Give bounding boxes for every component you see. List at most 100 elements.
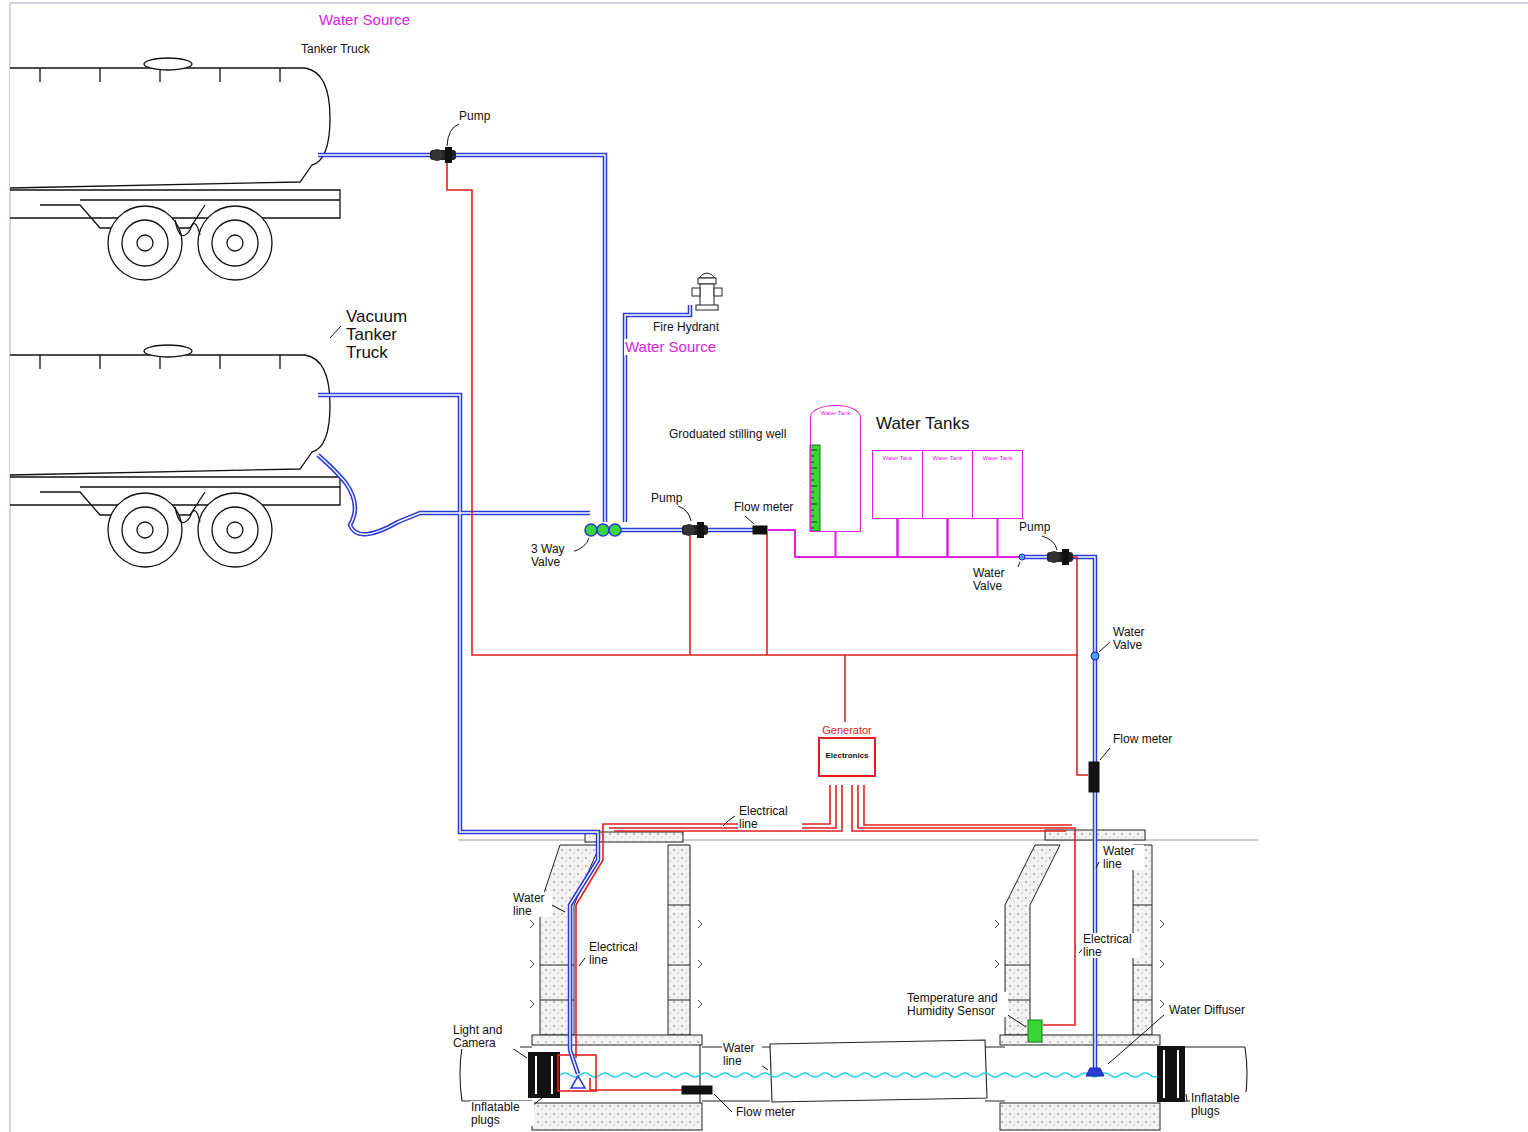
callout-label: Water line	[1102, 845, 1144, 870]
leader-line	[714, 1094, 732, 1112]
callout-label: Pump	[1018, 521, 1051, 534]
leader-line	[1100, 748, 1110, 760]
three-way-valve	[609, 524, 621, 536]
stilling-well	[810, 445, 820, 531]
soil-marks	[530, 920, 702, 1008]
water-valve	[1019, 554, 1099, 660]
callout-label: Water Tanks	[875, 415, 971, 433]
leader-line	[579, 958, 585, 966]
manhole-right	[1000, 1103, 1160, 1130]
callout-label: Water Source	[624, 339, 717, 355]
callout-label: Tanker Truck	[300, 43, 371, 56]
tanker-truck	[10, 58, 340, 280]
electrical-line	[576, 785, 830, 1058]
three-way-valve	[585, 524, 597, 536]
water-level	[560, 1073, 1160, 1077]
callout-label: Electrical line	[738, 805, 802, 830]
pump	[682, 522, 708, 538]
flow-meter	[682, 1086, 712, 1094]
tank-manifold-pipe	[948, 519, 998, 557]
callout-label: Vacuum Tanker Truck	[345, 308, 419, 362]
callout-label: 3 Way Valve	[530, 543, 574, 568]
electrical-line	[852, 785, 1066, 831]
callout-label: Pump	[458, 110, 491, 123]
callout-label: Fire Hydrant	[652, 321, 720, 334]
leader-line	[572, 538, 589, 552]
electrical-line	[690, 534, 845, 722]
callout-label: Inflatable plugs	[1190, 1092, 1254, 1117]
inflatable-plug	[536, 1056, 552, 1094]
fire-hydrant	[700, 284, 714, 306]
callout-label: Inflatable plugs	[470, 1101, 534, 1126]
manhole-left	[532, 832, 702, 1130]
water-tank: Water Tank	[922, 450, 973, 519]
manhole-left	[532, 1035, 702, 1045]
tank-manifold-pipe	[836, 519, 898, 557]
inflatable-plug	[1157, 1046, 1185, 1102]
water-tank: Water Tank	[972, 450, 1023, 519]
leader-line	[1042, 536, 1057, 550]
callout-label: Water line	[512, 892, 552, 917]
stilling-well	[810, 445, 820, 531]
water-tank: Water Tank	[810, 405, 861, 532]
callout-label: Water line	[722, 1042, 762, 1067]
tank-manifold-pipe	[898, 519, 948, 557]
vacuum-tanker-truck	[10, 345, 340, 567]
electrical-line	[1077, 655, 1088, 775]
callout-label: Water Valve	[1112, 626, 1159, 651]
manhole-left	[532, 1103, 702, 1130]
flow-meter	[1089, 762, 1099, 792]
fire-hydrant	[714, 288, 722, 296]
inflatable-plug	[1164, 1050, 1178, 1098]
pump	[430, 147, 456, 163]
callout-label: Electrical line	[588, 941, 652, 966]
generator-box: GeneratorElectronics	[812, 724, 882, 777]
three-way-valve	[585, 524, 621, 536]
water-pipe-core	[318, 155, 1095, 1074]
fire-hydrant	[698, 278, 716, 284]
leader-line	[723, 816, 735, 826]
leader-line	[1108, 1015, 1164, 1064]
tank-feed-line	[768, 530, 1022, 557]
fire-hydrant	[692, 288, 700, 296]
callout-label: Flow meter	[733, 501, 794, 514]
soil-marks	[995, 920, 1164, 1008]
callout-label: Electrical line	[1082, 933, 1140, 958]
callout-label: Flow meter	[1112, 733, 1173, 746]
node-label: Water Tank	[923, 451, 972, 461]
leader-line	[1096, 862, 1099, 868]
fire-hydrant	[699, 273, 715, 278]
node-label: Water Tank	[973, 451, 1022, 461]
flow-meter	[753, 526, 767, 534]
fire-hydrant	[696, 305, 718, 310]
water-diffuser	[1086, 1068, 1104, 1076]
electrical-line	[858, 785, 1075, 1025]
node-body: Electronics	[818, 737, 876, 777]
manhole-left	[668, 845, 690, 1035]
callout-label: Light and Camera	[452, 1024, 520, 1049]
leader-line	[1099, 642, 1110, 652]
leader-line	[447, 124, 459, 146]
temperature-humidity-sensor	[1028, 1020, 1042, 1042]
manhole-right	[1005, 845, 1060, 1035]
callout-label: Temperature and Humidity Sensor	[906, 992, 1008, 1017]
water-pipe	[318, 155, 1095, 1074]
pump	[1047, 549, 1073, 565]
electrical-line	[614, 785, 842, 831]
manhole-right	[1000, 830, 1160, 1130]
electrical-line	[864, 785, 1072, 825]
callout-label: Water Valve	[972, 567, 1019, 592]
leader-line	[330, 124, 1187, 1112]
sewer-pipe	[770, 1040, 987, 1102]
inflatable-plug	[528, 1046, 1185, 1102]
electrical-line	[447, 163, 1088, 1090]
callout-label: Groduated stilling well	[668, 428, 787, 441]
water-tank: Water Tank	[872, 450, 923, 519]
leader-line	[678, 506, 691, 521]
manhole-right	[1005, 905, 1152, 1000]
leader-line	[745, 516, 754, 524]
three-way-valve	[597, 524, 609, 536]
water-valve	[1019, 554, 1025, 560]
callout-label: Water Diffuser	[1168, 1004, 1246, 1017]
